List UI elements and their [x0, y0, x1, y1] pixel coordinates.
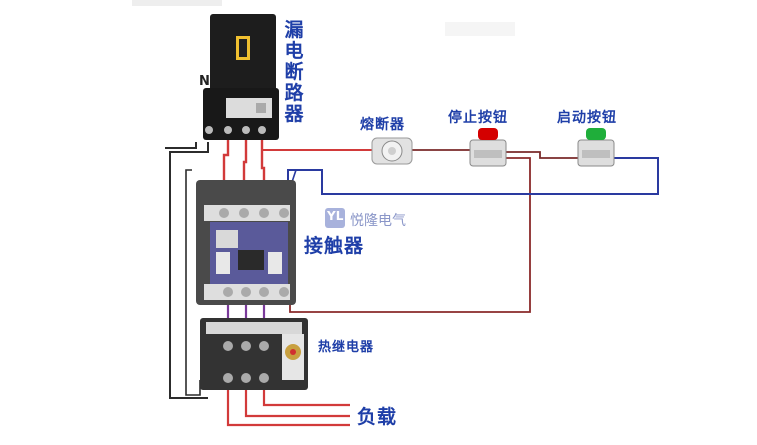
start-button-cap [586, 128, 606, 140]
contactor-terminal [223, 287, 233, 297]
contactor-terminal [259, 208, 269, 218]
neutral-wire-loop [165, 142, 209, 399]
breaker-terminal [224, 126, 232, 134]
load-label: 负载 [357, 406, 398, 428]
watermark-text: 悦隆电气 [350, 213, 406, 229]
contactor-window [238, 250, 264, 270]
neutral-label: N [199, 74, 210, 89]
breaker-toggle [239, 39, 247, 57]
contactor-terminal [279, 208, 289, 218]
stop-button-contact [474, 150, 502, 158]
background-scrap [445, 22, 515, 36]
background-scrap [132, 0, 222, 6]
thermal-relay-terminal [223, 341, 233, 351]
fuse-cap-center [388, 147, 396, 155]
leakage-breaker [203, 14, 279, 140]
contactor-label: 接触器 [304, 235, 365, 257]
thermal-relay-terminal [241, 341, 251, 351]
breaker-test-button [256, 103, 266, 113]
thermal-relay-terminal [259, 341, 269, 351]
thermal-relay-label: 热继电器 [318, 340, 375, 355]
thermal-relay-terminal [259, 373, 269, 383]
breaker-terminal [205, 126, 213, 134]
coil-wire [287, 157, 659, 212]
contactor [196, 180, 296, 305]
stop-button-cap [478, 128, 498, 140]
stop-button [469, 128, 507, 167]
thermal-relay-terminal [223, 373, 233, 383]
contactor-slot [216, 252, 230, 274]
breaker-terminal [258, 126, 266, 134]
contactor-nameplate [216, 230, 238, 248]
start-button [577, 128, 615, 167]
thermal-relay-terminal [241, 373, 251, 383]
breaker-body [210, 14, 276, 110]
breaker-terminal [242, 126, 250, 134]
watermark-logo-box [325, 208, 345, 228]
control-wire-stop-to-start [505, 151, 578, 159]
contactor-terminal [259, 287, 269, 297]
contactor-terminal [279, 287, 289, 297]
load-wires [226, 385, 350, 427]
breaker-label: 漏电断路器 [284, 19, 304, 125]
start-button-contact [582, 150, 610, 158]
contactor-slot [268, 252, 282, 274]
stop-button-label: 停止按钮 [448, 110, 508, 126]
watermark-logo: YL [327, 209, 344, 223]
thermal-relay-body [200, 318, 308, 390]
contactor-side-black-wire [185, 169, 201, 396]
contactor-terminal [219, 208, 229, 218]
thermal-relay-cover [206, 322, 302, 334]
contactor-terminal [241, 287, 251, 297]
fuse [371, 137, 413, 165]
thermal-relay-dial-center [290, 349, 296, 355]
start-button-label: 启动按钮 [557, 110, 617, 126]
thermal-relay [200, 318, 308, 390]
fuse-label: 熔断器 [360, 117, 405, 133]
contactor-terminal [239, 208, 249, 218]
